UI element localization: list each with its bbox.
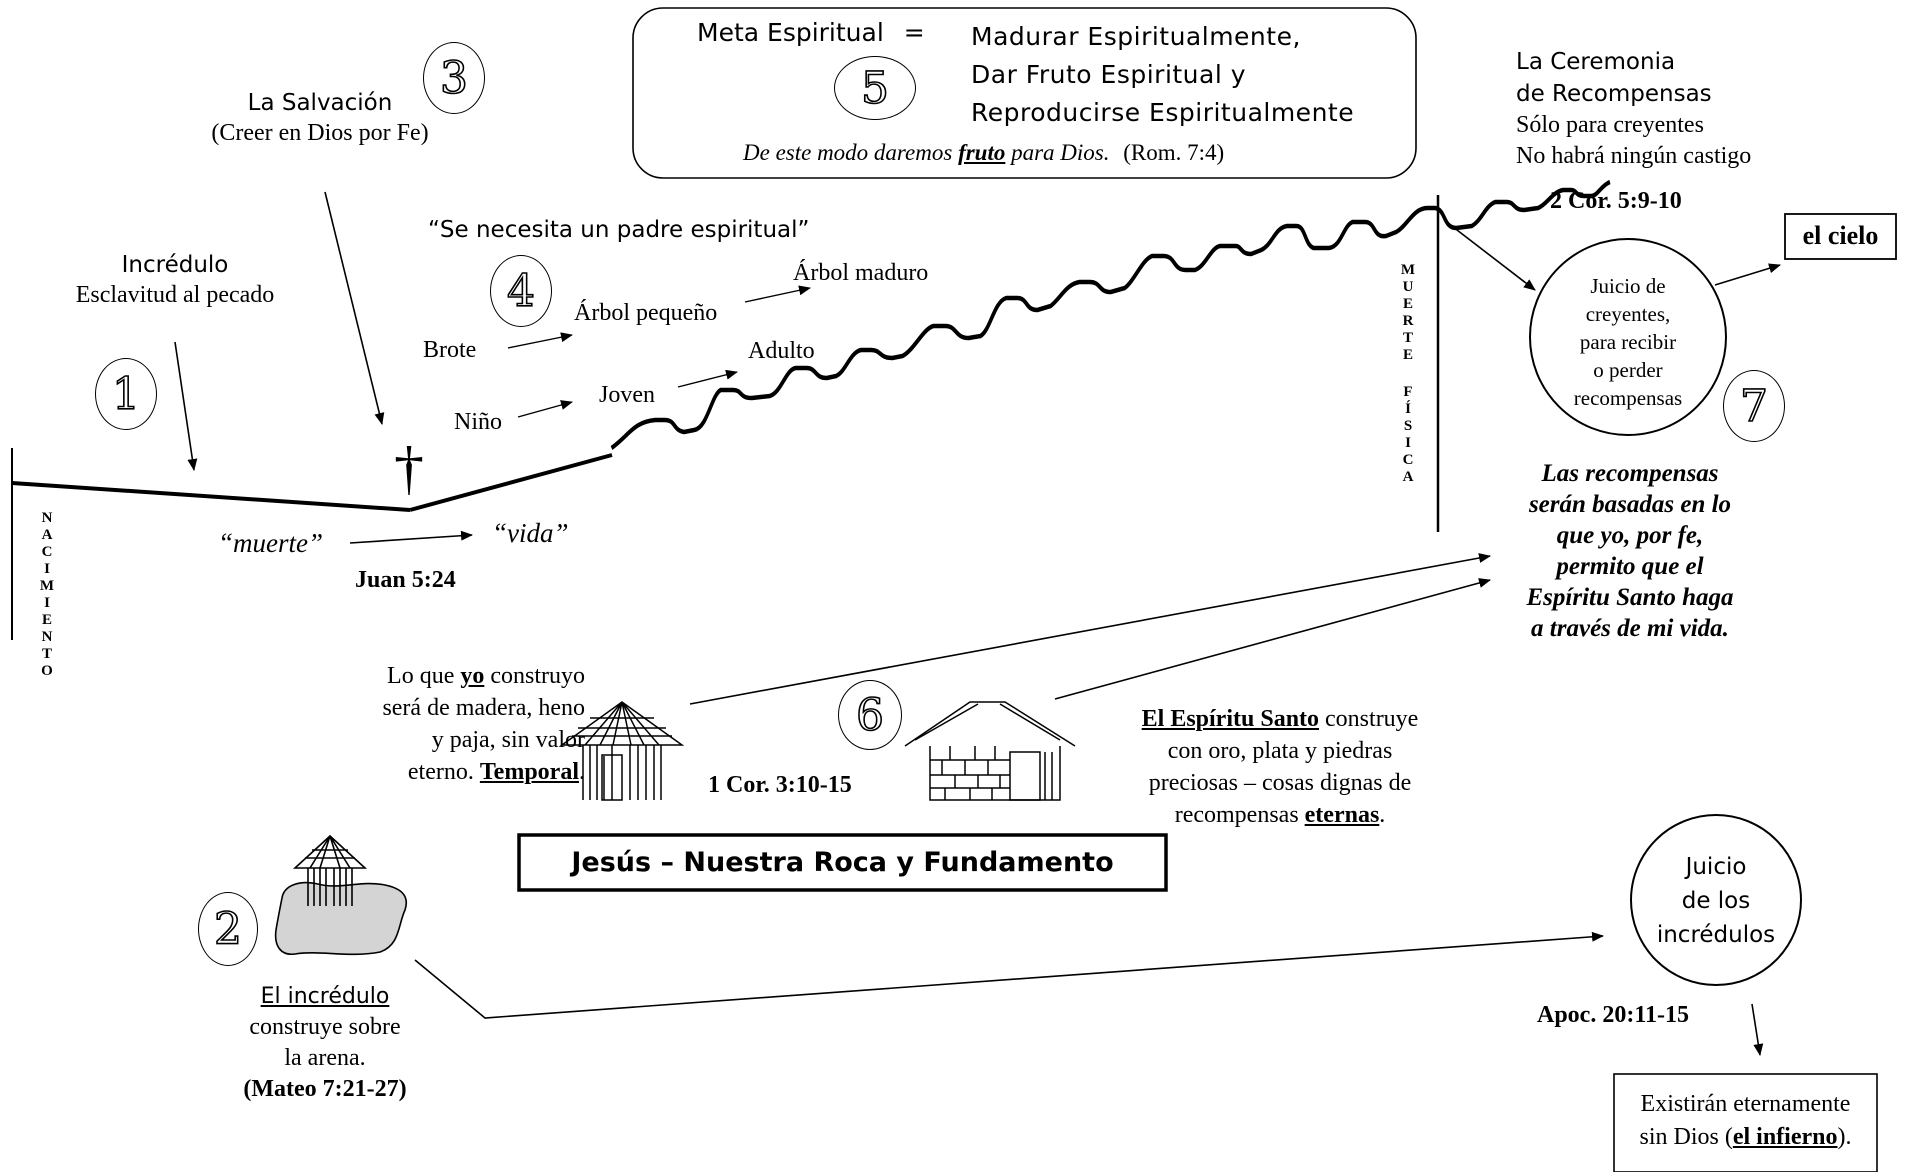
arrow-arbol xyxy=(744,285,811,303)
arrow-wood-to-rewards xyxy=(689,553,1491,705)
unbelievers-judgment-text: Juicio de los incrédulos xyxy=(1656,854,1776,948)
ref-cor-5: 2 Cor. 5:9-10 xyxy=(1550,188,1682,214)
believers-judgment-circle xyxy=(1529,238,1727,436)
arrow-nino xyxy=(517,400,573,418)
arrow-sand-to-judgment xyxy=(414,931,1604,1019)
unbeliever-line xyxy=(11,481,411,512)
arrow-to-hell xyxy=(1751,1003,1764,1056)
label-arbol-maduro: Árbol maduro xyxy=(793,260,929,286)
arrow-muerte-vida xyxy=(349,530,473,544)
foundation-box xyxy=(517,833,1168,892)
arrow-to-judgment xyxy=(1443,219,1536,291)
label-joven: Joven xyxy=(599,382,655,408)
meta-box xyxy=(632,7,1417,179)
label-brote: Brote xyxy=(423,337,477,363)
gold-build-text: El Espíritu Santo construye con oro, pla… xyxy=(1141,706,1419,828)
ref-apoc: Apoc. 20:11-15 xyxy=(1537,1002,1689,1028)
heaven-label: el cielo xyxy=(1802,221,1879,250)
believers-judgment-text: Juicio de creyentes, para recibir o perd… xyxy=(1573,274,1683,410)
hell-box xyxy=(1613,1073,1878,1172)
growth-line xyxy=(610,179,1611,450)
label-nino: Niño xyxy=(454,409,502,435)
arrow-3 xyxy=(324,191,385,425)
hell-text: Existirán eternamente sin Dios (el infie… xyxy=(1639,1091,1852,1150)
brick-house-icon xyxy=(904,701,1076,801)
wood-build-text: Lo que yo construyo será de madera, heno… xyxy=(382,663,585,785)
label-adulto: Adulto xyxy=(748,338,815,364)
stage-1-number: 1 xyxy=(95,358,157,430)
ref-cor-3: 1 Cor. 3:10-15 xyxy=(708,772,852,798)
stage-5-number: 5 xyxy=(834,56,916,120)
heaven-box xyxy=(1784,213,1897,260)
stage-4-quote: “Se necesita un padre espiritual” xyxy=(428,217,810,243)
label-muerte: “muerte” xyxy=(218,528,324,558)
rewards-note: Las recompensas serán basadas en lo que … xyxy=(1526,460,1734,642)
stage-6-number: 6 xyxy=(838,680,902,750)
arrow-1 xyxy=(174,341,198,471)
stage-2-number: 2 xyxy=(198,892,258,966)
meta-goals: Madurar Espiritualmente, Dar Fruto Espir… xyxy=(971,22,1355,127)
stage-1-text: Incrédulo Esclavitud al pecado xyxy=(75,252,275,308)
stage-3-text: La Salvación (Creer en Dios por Fe) xyxy=(211,90,429,146)
unbelievers-judgment-circle xyxy=(1630,814,1802,986)
label-vida: “vida” xyxy=(492,518,569,548)
arrow-gold-to-rewards xyxy=(1054,578,1491,700)
stage-3-number: 3 xyxy=(423,42,485,114)
arrow-joven xyxy=(677,369,738,388)
ceremony-text: La Ceremonia de Recompensas Sólo para cr… xyxy=(1516,49,1752,169)
foundation-label: Jesús – Nuestra Roca y Fundamento xyxy=(571,847,1114,878)
hut-icon xyxy=(559,701,685,801)
label-arbol-pequeno: Árbol pequeño xyxy=(574,300,718,326)
ref-juan: Juan 5:24 xyxy=(355,567,456,593)
stage-7-number: 7 xyxy=(1723,370,1785,442)
cross-icon: † xyxy=(394,435,424,501)
arrow-to-heaven xyxy=(1714,263,1781,286)
stage-4-number: 4 xyxy=(490,255,552,327)
new-life-line xyxy=(409,453,613,512)
meta-label: Meta Espiritual = xyxy=(697,18,925,47)
stage-2-text: El incrédulo construye sobre la arena. (… xyxy=(243,984,407,1102)
arrow-brote xyxy=(507,332,573,349)
rock-hut-icon xyxy=(274,834,407,956)
meta-verse: De este modo daremos fruto para Dios. (R… xyxy=(743,140,1225,165)
